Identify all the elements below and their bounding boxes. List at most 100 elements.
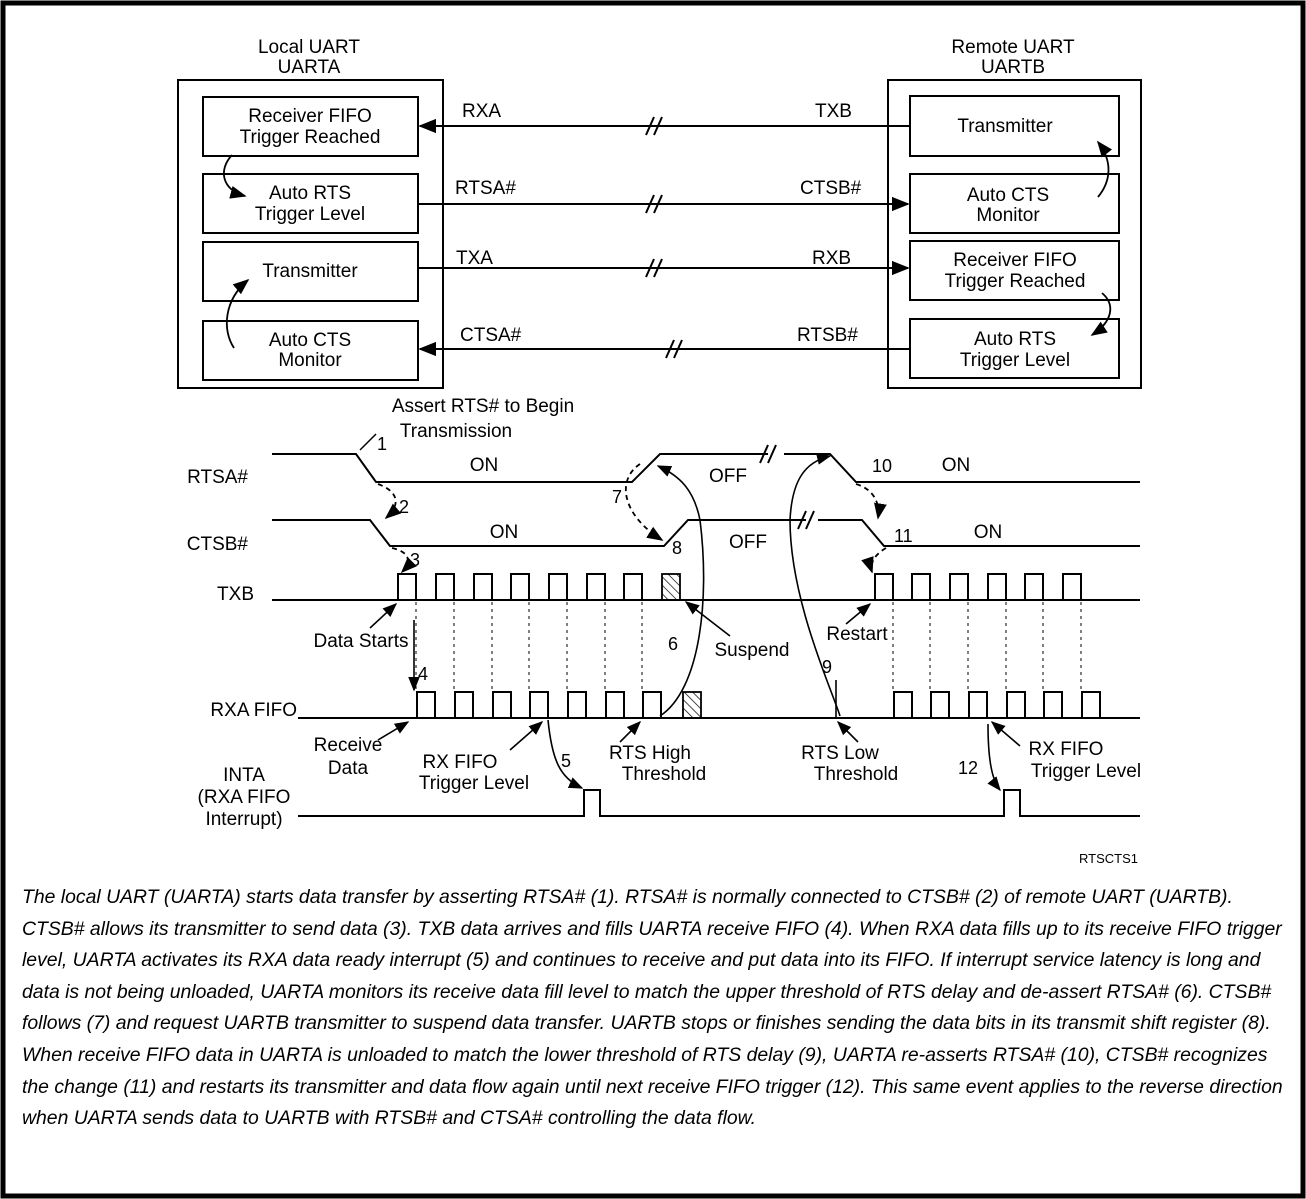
- rxa-pulse: [1006, 691, 1026, 718]
- step-number: 2: [399, 497, 409, 517]
- rxa-pulse: [567, 691, 587, 718]
- uartb-auto-cts-block: [909, 173, 1120, 234]
- rxa-pulse: [893, 691, 913, 718]
- rts-high-threshold-pointer: [619, 720, 642, 743]
- rx-fifo-trigger-pointer-2: [990, 721, 1021, 747]
- uarta-receiver-fifo-block: [202, 96, 419, 157]
- uarta-block-label: Auto CTS: [269, 330, 351, 351]
- receive-data-pointer: [377, 721, 410, 741]
- txb-pulse: [1024, 573, 1044, 600]
- uarta-block-label: Receiver FIFO: [248, 106, 372, 127]
- txb-pulse: [473, 573, 493, 600]
- uartb-block-label: Auto RTS: [974, 329, 1056, 350]
- svg-text:Local UART: Local UART: [258, 37, 360, 58]
- cause-arrow-6: [656, 465, 705, 717]
- waveform-rtsa: [272, 453, 768, 483]
- uartb-auto-rts-block: [909, 318, 1120, 379]
- step-number: 7: [612, 487, 622, 507]
- step-number: 3: [410, 550, 420, 570]
- local-uart-box: [177, 79, 444, 389]
- timing-alignment-lines: [415, 574, 1082, 692]
- link-label-rxa: RXA: [462, 101, 501, 122]
- svg-text:UARTA: UARTA: [278, 57, 341, 78]
- line-break-marks: [645, 116, 683, 359]
- cause-arrow-12: [861, 547, 887, 574]
- step-number: 12: [958, 758, 978, 778]
- line-break-marks: [759, 444, 777, 464]
- uarta-block-label: Monitor: [278, 350, 342, 371]
- waveform-ctsb: [272, 519, 806, 547]
- ctsb-state-on: ON: [490, 522, 519, 543]
- label-receive-data: Receive: [314, 735, 383, 756]
- line-break-marks: [797, 510, 815, 530]
- link-label-rtsb: RTSB#: [797, 325, 858, 346]
- uartb-block-label: Trigger Level: [960, 350, 1070, 371]
- label-rx-fifo-trigger-2: RX FIFO: [1029, 739, 1104, 760]
- uarta-block-label: Trigger Reached: [240, 127, 381, 148]
- uartb-block-label: Transmitter: [957, 116, 1053, 137]
- signal-label-rtsa: RTSA#: [187, 467, 248, 488]
- uartb-transmitter-block: [909, 95, 1120, 157]
- label-data-starts: Data Starts: [313, 631, 408, 652]
- uartb-receiver-fifo-block: [909, 240, 1120, 301]
- cause-arrow-9: [789, 453, 841, 717]
- rxa-pulse: [529, 691, 549, 718]
- assert-note-leader: [359, 433, 377, 451]
- rxa-pulse: [642, 691, 662, 718]
- label-rx-fifo-trigger-2: Trigger Level: [1031, 761, 1141, 782]
- label-rx-fifo-trigger: RX FIFO: [423, 752, 498, 773]
- txb-pulse: [874, 573, 894, 600]
- uartb-block-label: Auto CTS: [967, 185, 1049, 206]
- uartb-block-label: Receiver FIFO: [953, 250, 1077, 271]
- rx-fifo-trigger-pointer: [509, 721, 544, 751]
- cause-arrow-2: [377, 483, 402, 520]
- signal-label-inta: (RXA FIFO: [198, 787, 291, 808]
- rxa-pulse: [605, 691, 625, 718]
- link-label-ctsb: CTSB#: [800, 178, 862, 199]
- rtsa-state-on: ON: [470, 455, 499, 476]
- rts-low-threshold-pointer: [836, 720, 859, 743]
- ctsb-state-on: ON: [974, 522, 1003, 543]
- rxa-pulse: [416, 691, 436, 718]
- step-number: 5: [561, 751, 571, 771]
- figure-id: RTSCTS1: [1079, 851, 1138, 866]
- signal-label-rxa-fifo: RXA FIFO: [210, 700, 297, 721]
- signal-label-txb: TXB: [217, 584, 254, 605]
- ctsb-state-off: OFF: [729, 532, 767, 553]
- uarta-block-label: Auto RTS: [269, 183, 351, 204]
- cause-arrow-3: [391, 547, 417, 574]
- rxa-pulse: [968, 691, 988, 718]
- txb-pulse: [435, 573, 455, 600]
- txb-pulse: [586, 573, 606, 600]
- local-uart-title: Local UART UARTA: [258, 37, 360, 78]
- label-rx-fifo-trigger: Trigger Level: [419, 773, 529, 794]
- assert-note: Transmission: [400, 421, 512, 442]
- txb-pulse: [911, 573, 931, 600]
- rxa-data-pulses: [416, 691, 1101, 718]
- uartb-fifo-to-rts-arrow: [1090, 292, 1112, 336]
- uarta-block-label: Transmitter: [262, 261, 358, 282]
- txb-pulse: [987, 573, 1007, 600]
- data-starts-pointer: [369, 603, 398, 629]
- rxa-partial-pulse: [682, 691, 702, 719]
- rtsa-state-on: ON: [942, 455, 971, 476]
- step-number: 10: [872, 456, 892, 476]
- cause-arrow-11: [855, 483, 887, 520]
- txb-pulse: [623, 573, 643, 600]
- uarta-block-label: Trigger Level: [255, 204, 365, 225]
- signal-label-inta: Interrupt): [205, 809, 282, 830]
- rxa-pulse: [1043, 691, 1063, 718]
- link-label-txb: TXB: [815, 101, 852, 122]
- assert-note: Assert RTS# to Begin: [392, 396, 574, 417]
- cause-arrow-7: [625, 463, 664, 541]
- step-number: 6: [668, 634, 678, 654]
- cause-arrow-5: [547, 719, 584, 789]
- txb-pulse: [548, 573, 568, 600]
- label-rts-high: Threshold: [622, 764, 707, 785]
- cause-arrow-12b: [987, 723, 1001, 792]
- txb-data-pulses: [397, 573, 1082, 600]
- waveform-ctsb: [818, 519, 1140, 547]
- signal-label-inta: INTA: [223, 765, 265, 786]
